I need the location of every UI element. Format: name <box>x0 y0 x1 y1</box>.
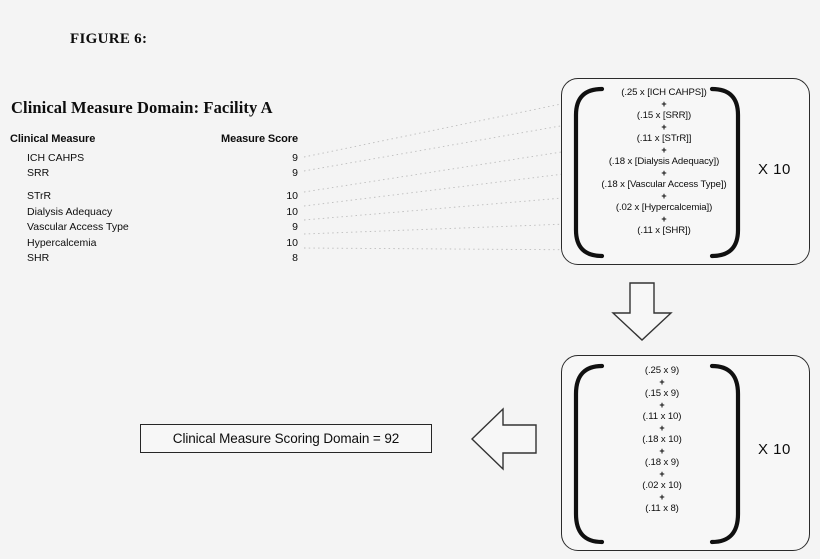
formula-term: (.18 x 9) <box>644 457 680 468</box>
formula-plus-sign: + <box>659 468 665 479</box>
table-row: SHR 8 <box>10 250 302 265</box>
table-header-row: Clinical Measure Measure Score <box>10 133 302 150</box>
measure-name: SRR <box>27 166 50 179</box>
formula-term: (.25 x [ICH CAHPS]) <box>621 87 707 98</box>
formula-term: (.18 x 10) <box>642 434 682 445</box>
formula-plus-sign: + <box>661 190 667 201</box>
table-row: ICH CAHPS 9 <box>10 150 302 165</box>
measure-score: 9 <box>292 151 298 164</box>
formula-plus-sign: + <box>661 121 667 132</box>
formula-plus-sign: + <box>659 376 665 387</box>
result-box: Clinical Measure Scoring Domain = 92 <box>140 424 432 453</box>
column-header-measure-score: Measure Score <box>221 133 298 145</box>
table-row-spacer <box>10 181 302 189</box>
formula-term: (.15 x 9) <box>644 388 680 399</box>
formula-plus-sign: + <box>661 144 667 155</box>
figure-label: FIGURE 6: <box>70 31 148 47</box>
clinical-measure-table: Clinical Measure Measure Score ICH CAHPS… <box>10 133 302 266</box>
weights-multiplier: X 10 <box>758 161 791 178</box>
table-row: SRR 9 <box>10 165 302 180</box>
table-row: Vascular Access Type 9 <box>10 220 302 235</box>
column-header-clinical-measure: Clinical Measure <box>10 133 96 145</box>
measure-name: ICH CAHPS <box>27 151 85 164</box>
measure-name: SHR <box>27 251 50 264</box>
values-bracket-icon <box>573 363 741 545</box>
formula-term: (.11 x 10) <box>642 411 682 422</box>
arrow-down-icon <box>611 282 673 341</box>
table-row: Hypercalcemia 10 <box>10 235 302 250</box>
measure-name: Vascular Access Type <box>27 221 129 234</box>
measure-score: 9 <box>292 166 298 179</box>
weights-bracket-icon <box>573 86 741 259</box>
formula-plus-sign: + <box>659 491 665 502</box>
weights-formula-box: (.25 x [ICH CAHPS])+(.15 x [SRR])+(.11 x… <box>561 78 810 265</box>
values-term-stack: (.25 x 9)+(.15 x 9)+(.11 x 10)+(.18 x 10… <box>576 365 748 515</box>
formula-plus-sign: + <box>661 167 667 178</box>
domain-title: Clinical Measure Domain: Facility A <box>11 98 273 117</box>
table-row: Dialysis Adequacy 10 <box>10 204 302 219</box>
values-multiplier: X 10 <box>758 441 791 458</box>
formula-term: (.15 x [SRR]) <box>636 110 692 121</box>
measure-score: 10 <box>286 236 298 249</box>
measure-score: 9 <box>292 221 298 234</box>
formula-term: (.25 x 9) <box>644 365 680 376</box>
weights-term-stack: (.25 x [ICH CAHPS])+(.15 x [SRR])+(.11 x… <box>579 87 749 237</box>
measure-score: 8 <box>292 251 298 264</box>
formula-plus-sign: + <box>661 98 667 109</box>
measure-score: 10 <box>286 190 298 203</box>
formula-plus-sign: + <box>659 399 665 410</box>
table-row: STrR 10 <box>10 189 302 204</box>
formula-term: (.18 x [Vascular Access Type]) <box>601 179 727 190</box>
result-text: Clinical Measure Scoring Domain = 92 <box>172 431 400 446</box>
formula-term: (.11 x [SHR]) <box>637 225 691 236</box>
formula-term: (.11 x [STrR]] <box>636 133 692 144</box>
measure-score: 10 <box>286 205 298 218</box>
formula-plus-sign: + <box>659 445 665 456</box>
formula-term: (.02 x 10) <box>642 480 682 491</box>
measure-name: STrR <box>27 190 52 203</box>
formula-term: (.02 x [Hypercalcemia]) <box>615 202 713 213</box>
measure-name: Dialysis Adequacy <box>27 205 113 218</box>
formula-term: (.11 x 8) <box>645 503 679 514</box>
formula-plus-sign: + <box>659 422 665 433</box>
formula-term: (.18 x [Dialysis Adequacy]) <box>608 156 720 167</box>
formula-plus-sign: + <box>661 213 667 224</box>
values-formula-box: (.25 x 9)+(.15 x 9)+(.11 x 10)+(.18 x 10… <box>561 355 810 551</box>
measure-name: Hypercalcemia <box>27 236 97 249</box>
arrow-left-icon <box>470 407 537 471</box>
